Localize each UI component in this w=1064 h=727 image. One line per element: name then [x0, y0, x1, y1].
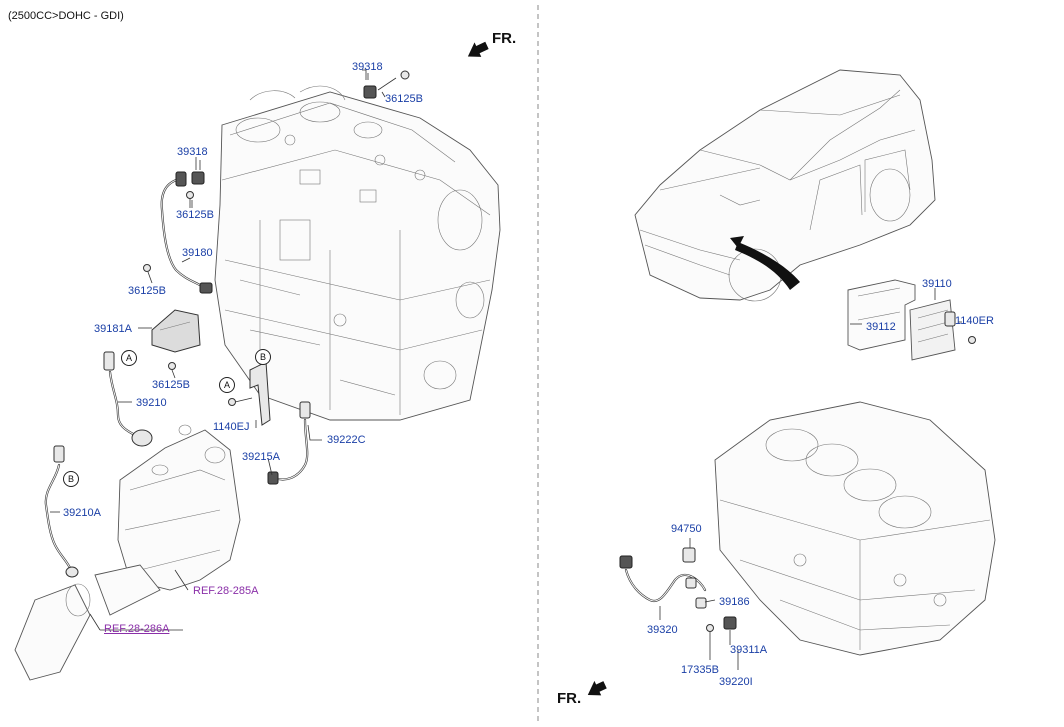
cam-sensor-top: [362, 69, 410, 99]
knock-sensor-39222C: [267, 401, 311, 485]
part-label-39311A[interactable]: 39311A: [730, 644, 768, 656]
front-arrow-bottom-icon: [587, 680, 607, 696]
part-label-39320[interactable]: 39320: [647, 624, 678, 636]
front-label-top: FR.: [492, 30, 517, 47]
reference-label-28-285A[interactable]: REF.28-285A: [193, 585, 259, 597]
oxygen-sensor-39210A: [44, 445, 79, 578]
part-label-39318-left[interactable]: 39318: [177, 146, 208, 158]
marker-b-lower: B: [63, 471, 79, 487]
engine-assembly-illustration: [214, 85, 501, 421]
cam-sensor-left: [186, 160, 205, 208]
part-label-17335B[interactable]: 17335B: [681, 664, 719, 676]
reference-label-28-286A[interactable]: REF.28-286A: [104, 623, 170, 635]
part-label-39112[interactable]: 39112: [866, 321, 896, 333]
part-label-39181A[interactable]: 39181A: [94, 323, 132, 335]
part-label-39220I[interactable]: 39220I: [719, 676, 753, 688]
leader-lines-left: [50, 73, 386, 631]
cylinder-block-illustration: [714, 401, 996, 656]
part-label-36125B-left[interactable]: 36125B: [176, 209, 214, 221]
oil-pressure-sensor-94750: [682, 538, 696, 563]
part-label-39215A[interactable]: 39215A: [242, 451, 280, 463]
part-label-39210A[interactable]: 39210A: [63, 507, 101, 519]
ecu-assembly: [847, 279, 976, 361]
front-label-bottom: FR.: [557, 690, 582, 707]
part-label-39318-top[interactable]: 39318: [352, 61, 383, 73]
part-label-39180[interactable]: 39180: [182, 247, 213, 259]
part-label-36125B-mid[interactable]: 36125B: [128, 285, 166, 297]
part-label-1140EJ[interactable]: 1140EJ: [213, 421, 250, 433]
part-label-36125B-low[interactable]: 36125B: [152, 379, 190, 391]
part-label-94750[interactable]: 94750: [671, 523, 702, 535]
crank-sensor-wire-39320: [619, 555, 707, 620]
marker-b-upper: B: [255, 349, 271, 365]
marker-a-upper: A: [121, 350, 137, 366]
part-label-39110[interactable]: 39110: [922, 278, 952, 290]
part-label-36125B-top[interactable]: 36125B: [385, 93, 423, 105]
part-label-1140ER[interactable]: 1140ER: [955, 315, 994, 327]
sensor-cover-39181A: [151, 309, 201, 370]
part-label-39210[interactable]: 39210: [136, 397, 167, 409]
marker-a-lower: A: [219, 377, 235, 393]
engine-spec-header: (2500CC>DOHC - GDI): [8, 10, 124, 22]
part-label-39186[interactable]: 39186: [719, 596, 750, 608]
front-arrow-top-icon: [467, 41, 489, 57]
oxygen-sensor-39210: [103, 351, 153, 447]
sensor-wire-39180: [143, 171, 213, 294]
vehicle-illustration: [634, 69, 936, 302]
catalytic-converter: [14, 424, 241, 681]
bracket-39215A: [228, 361, 271, 426]
part-label-39222C[interactable]: 39222C: [327, 434, 366, 446]
crank-sensor-39311A: [704, 599, 739, 670]
